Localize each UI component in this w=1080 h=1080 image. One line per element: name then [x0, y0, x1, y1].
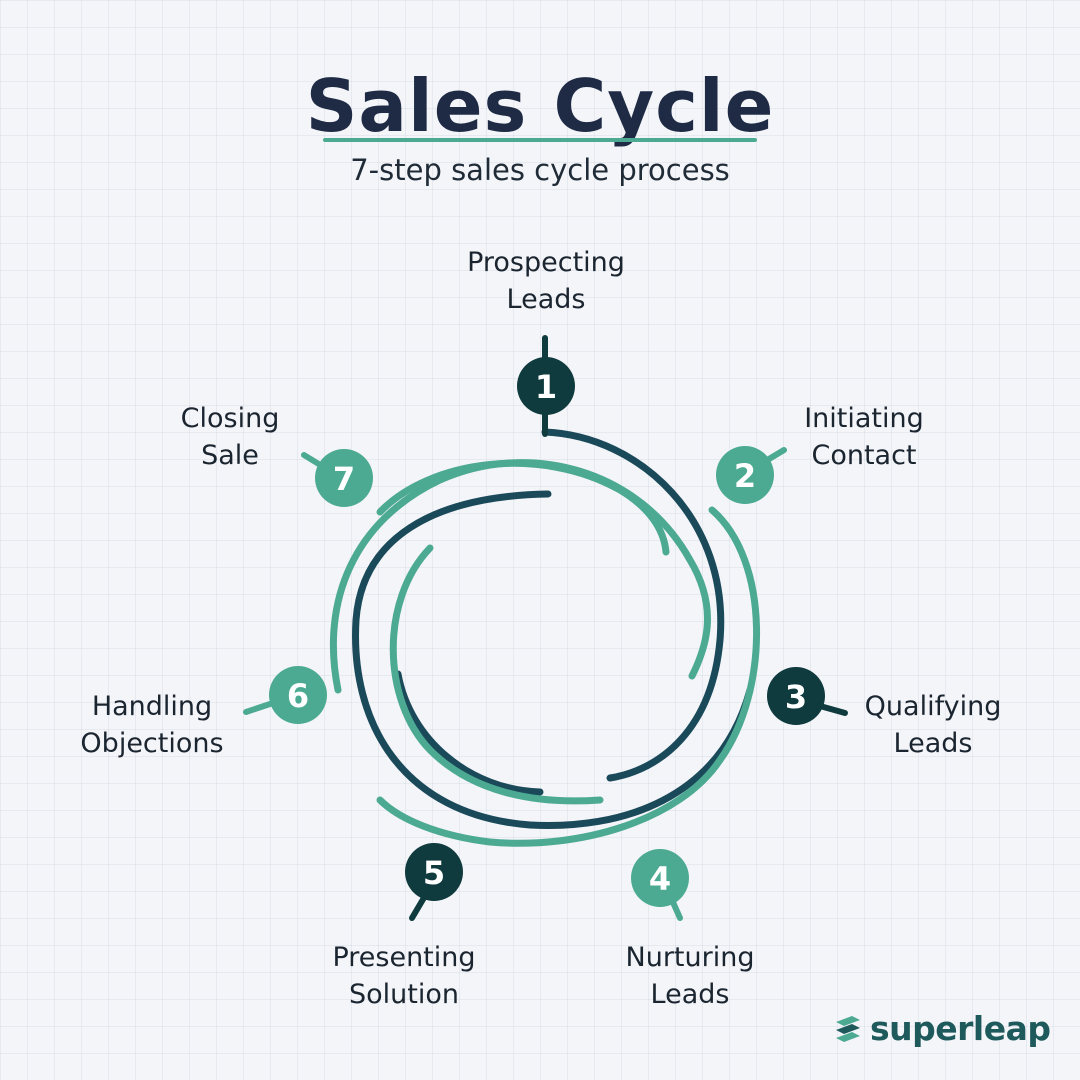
arc-teal-inner: [389, 544, 604, 805]
brand: superleap: [832, 1006, 1051, 1050]
step-5-line2: Solution: [349, 979, 459, 1010]
step-2-line2: Contact: [811, 440, 917, 471]
step-label-4: Nurturing Leads: [626, 939, 755, 1013]
arc-dark-outer: [541, 428, 725, 782]
step-1-line1: Prospecting: [467, 247, 625, 278]
tick-6: [243, 701, 273, 715]
step-label-7: Closing Sale: [181, 400, 280, 474]
svg-text:2: 2: [734, 457, 756, 495]
svg-text:6: 6: [287, 677, 309, 715]
brand-name: superleap: [870, 1008, 1051, 1048]
svg-text:7: 7: [333, 460, 355, 498]
page-subtitle: 7-step sales cycle process: [350, 153, 730, 187]
step-5-line1: Presenting: [332, 942, 476, 973]
title-underline: [323, 138, 757, 142]
step-7-line2: Sale: [201, 440, 259, 471]
step-badge-4: 4: [631, 849, 689, 907]
step-3-line2: Leads: [893, 728, 973, 759]
step-3-line1: Qualifying: [864, 691, 1002, 722]
step-4-line1: Nurturing: [625, 942, 755, 973]
arc-dark-long: [352, 490, 754, 830]
arc-dark-inner: [394, 670, 544, 796]
step-badge-5: 5: [405, 843, 463, 901]
page-title: Sales Cycle: [305, 64, 775, 148]
tick-5: [409, 893, 428, 921]
step-label-3: Qualifying Leads: [865, 688, 1002, 762]
step-label-6: Handling Objections: [80, 688, 223, 762]
step-label-5: Presenting Solution: [332, 939, 475, 1013]
arc-teal-top: [376, 459, 670, 556]
arc-teal-outer: [376, 506, 760, 847]
svg-text:4: 4: [649, 860, 671, 898]
svg-text:5: 5: [423, 854, 445, 892]
step-label-2: Initiating Contact: [804, 400, 924, 474]
step-6-line1: Handling: [91, 691, 213, 722]
step-1-line2: Leads: [506, 284, 586, 315]
step-label-1: Prospecting Leads: [467, 244, 625, 318]
svg-text:3: 3: [785, 678, 807, 716]
step-badge-2: 2: [716, 446, 774, 504]
step-badge-3: 3: [767, 667, 825, 725]
step-4-line2: Leads: [650, 979, 730, 1010]
step-6-line2: Objections: [80, 728, 224, 759]
superleap-logo-icon: [836, 1016, 860, 1042]
step-badge-1: 1: [517, 357, 575, 415]
tick-3: [817, 703, 848, 716]
step-badge-7: 7: [315, 449, 373, 507]
step-7-line1: Closing: [180, 403, 280, 434]
arc-teal-left: [329, 459, 711, 694]
step-2-line1: Initiating: [804, 403, 924, 434]
step-badge-6: 6: [269, 666, 327, 724]
svg-text:1: 1: [535, 368, 557, 406]
